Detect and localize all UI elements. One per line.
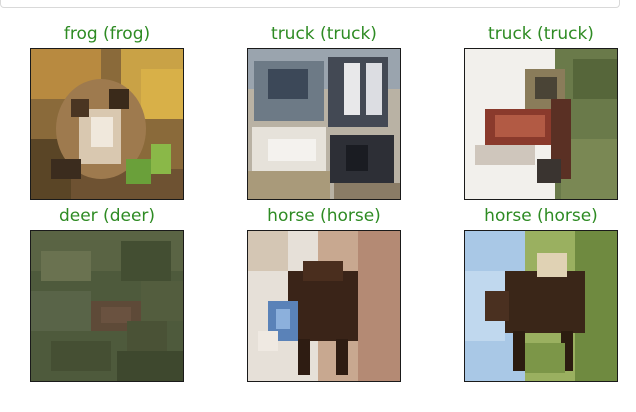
- sample-image-truck: [247, 48, 401, 200]
- prediction-label: horse (horse): [267, 206, 381, 226]
- sample-image-horse: [247, 230, 401, 382]
- prediction-label: horse (horse): [484, 206, 598, 226]
- sample-image-horse: [464, 230, 618, 382]
- sample-image-frog: [30, 48, 184, 200]
- prediction-label: deer (deer): [58, 206, 156, 226]
- sample-image-deer: [30, 230, 184, 382]
- cell-output-top-border: [0, 0, 620, 8]
- prediction-label: truck (truck): [488, 24, 594, 44]
- prediction-label: truck (truck): [271, 24, 377, 44]
- sample-image-truck: [464, 48, 618, 200]
- prediction-label: frog (frog): [63, 24, 151, 44]
